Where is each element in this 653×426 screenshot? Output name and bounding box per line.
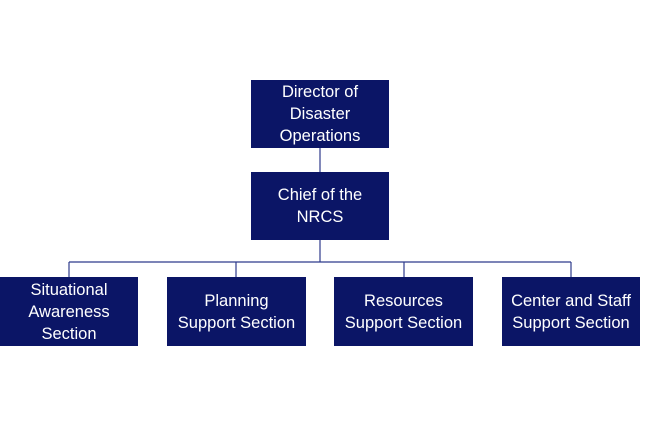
center-staff-support-box: Center and Staff Support Section — [502, 277, 640, 346]
director-label: Director of Disaster Operations — [279, 83, 361, 145]
resources-support-label: Resources Support Section — [344, 291, 463, 332]
director-box: Director of Disaster Operations — [251, 80, 389, 148]
chief-box: Chief of the NRCS — [251, 172, 389, 240]
situational-awareness-label: Situational Awareness Section — [28, 280, 110, 343]
center-staff-support-label: Center and Staff Support Section — [511, 291, 631, 332]
planning-support-box: Planning Support Section — [167, 277, 306, 346]
resources-support-box: Resources Support Section — [334, 277, 473, 346]
chief-label: Chief of the NRCS — [277, 186, 363, 226]
planning-support-label: Planning Support Section — [177, 291, 296, 332]
situational-awareness-box: Situational Awareness Section — [0, 277, 138, 346]
